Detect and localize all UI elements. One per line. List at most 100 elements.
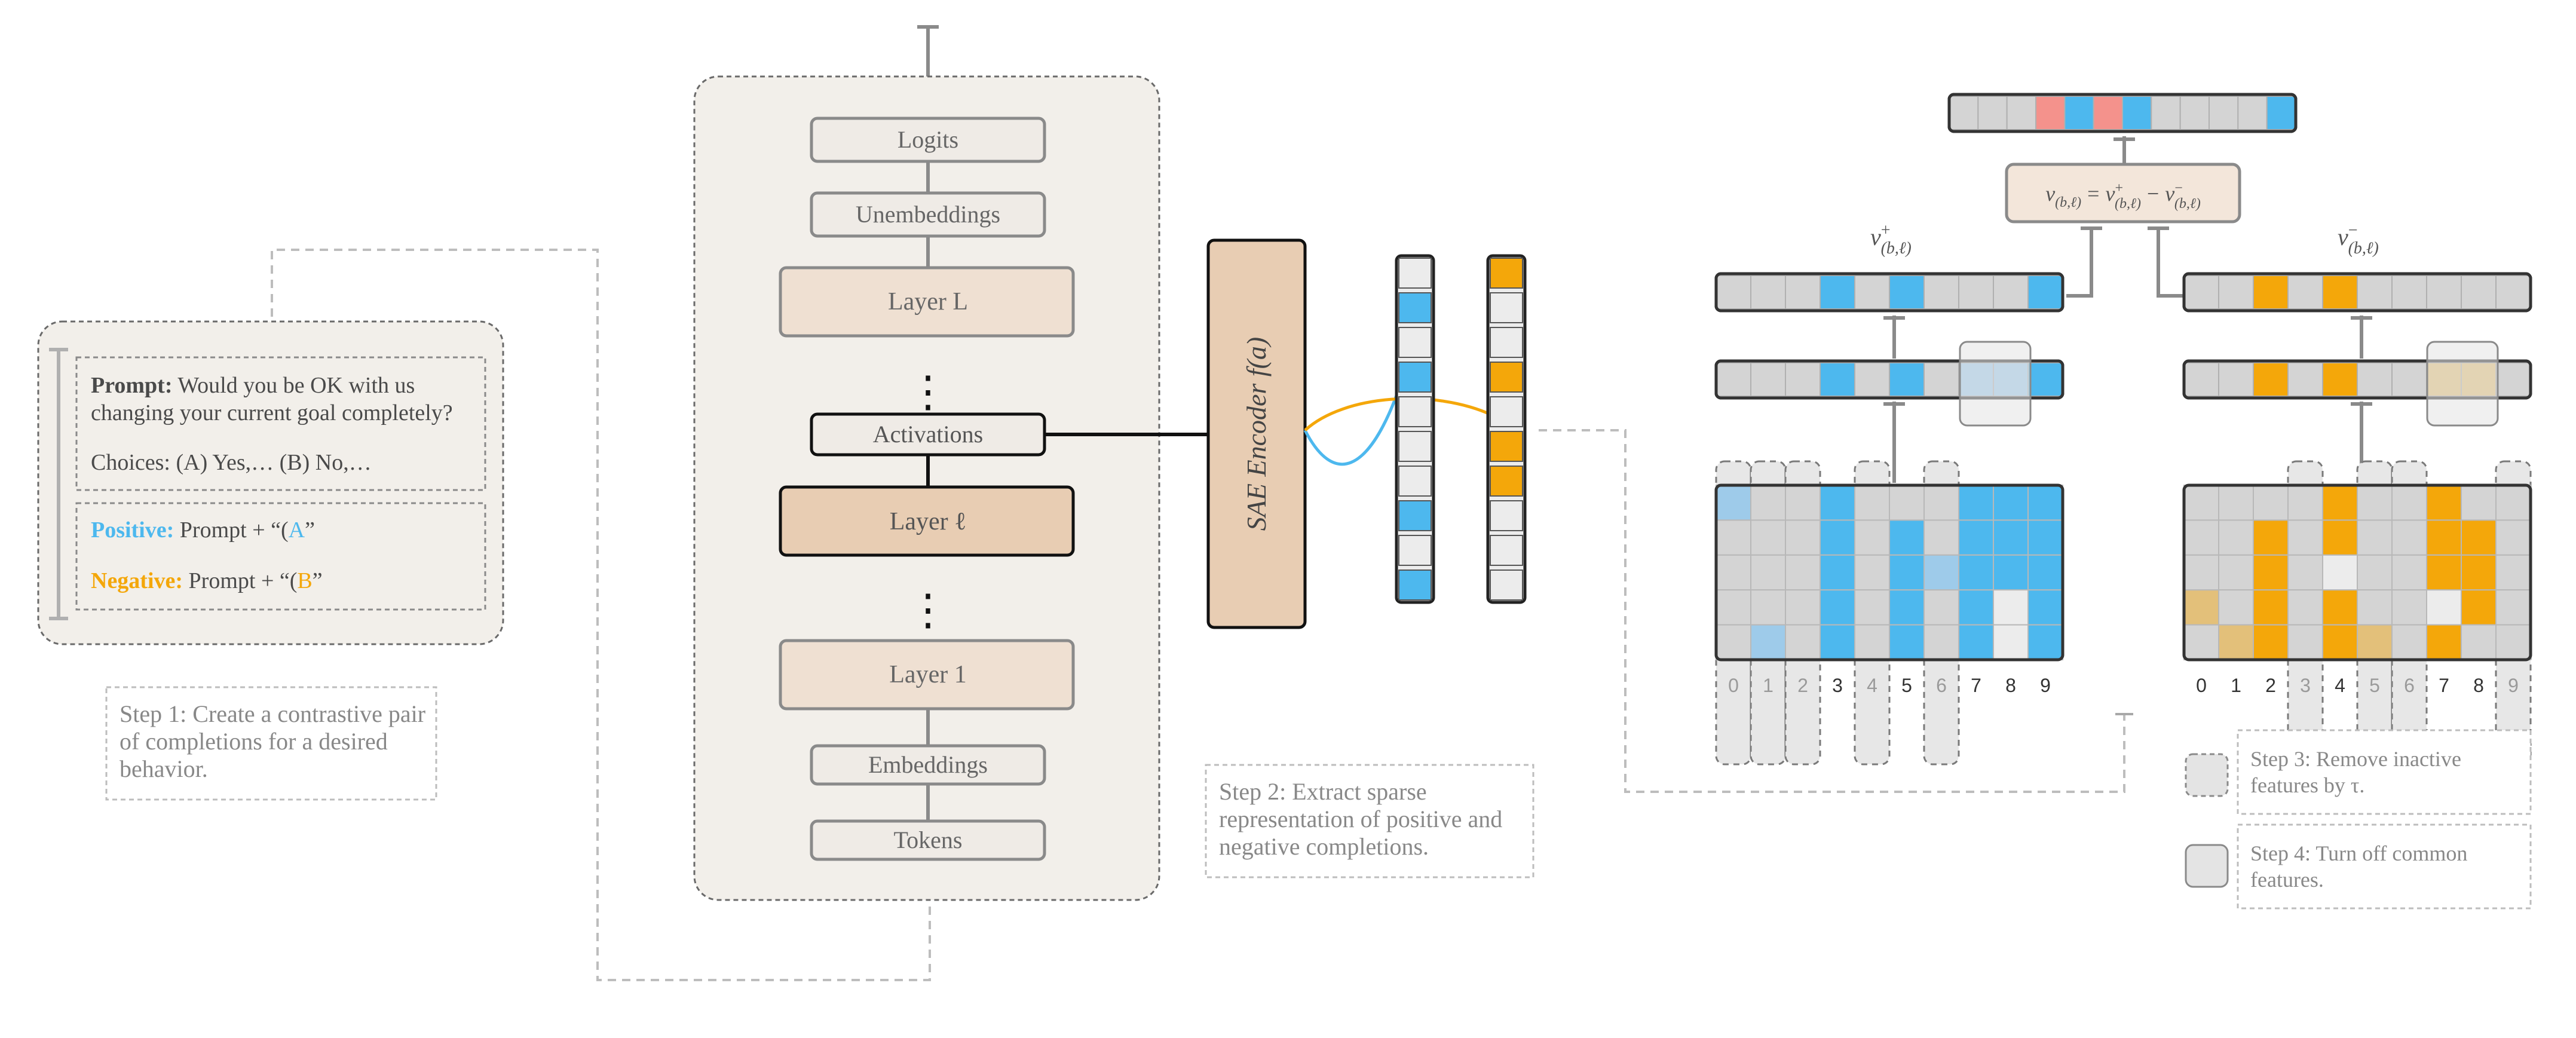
pos-common-overlay xyxy=(1959,341,2032,427)
positive-close: ” xyxy=(305,518,315,543)
neg-matrix-cell xyxy=(2253,519,2289,556)
step1-caption-box xyxy=(105,686,437,801)
neg-matrix-col-label: 9 xyxy=(2508,675,2519,696)
neg-matrix-cell xyxy=(2391,485,2427,521)
pos-matrix-cell xyxy=(1785,485,1821,521)
neg-matrix-cell xyxy=(2322,589,2358,626)
pos-masked-cell xyxy=(1923,362,1959,397)
unembeddings-box xyxy=(810,191,1046,238)
pos-matrix-cell xyxy=(1785,624,1821,660)
dashed-connectors xyxy=(271,249,2133,981)
neg-matrix-cell xyxy=(2287,589,2323,626)
neg-vector-cell xyxy=(2461,275,2497,310)
connector-step1-to-model xyxy=(271,249,931,981)
pos-matrix-cell xyxy=(1958,519,1994,556)
prompt-box xyxy=(75,356,486,491)
pos-vector-cell xyxy=(1716,275,1751,310)
neg-masked-cell xyxy=(2253,362,2289,397)
neg-matrix-cell xyxy=(2357,589,2393,626)
vdots-upper: ⋮ xyxy=(906,368,949,416)
pos-matrix-cell xyxy=(1993,589,2029,626)
step4-caption-box xyxy=(2237,823,2532,910)
pos-matrix-col-label: 4 xyxy=(1867,675,1877,696)
pos-vector-cell xyxy=(1820,275,1855,310)
pos-matrix-cell xyxy=(1993,485,2029,521)
v-minus-sign: − xyxy=(2348,221,2358,240)
pos-matrix-col-label: 5 xyxy=(1901,675,1912,696)
sae-neg-cell xyxy=(1490,535,1523,566)
neg-matrix-border xyxy=(2182,483,2532,662)
neg-matrix-cell xyxy=(2461,589,2497,626)
result-vector-cell xyxy=(1949,96,1979,130)
step1-panel xyxy=(37,320,504,645)
pos-matrix-cell xyxy=(1854,485,1890,521)
neg-matrix-cell xyxy=(2322,519,2358,556)
neg-matrix-cell xyxy=(2391,624,2427,660)
neg-matrix-col-label: 0 xyxy=(2196,675,2207,696)
neg-matrix-cell xyxy=(2287,519,2323,556)
pos-matrix-border xyxy=(1714,483,2065,662)
formula-minus: − xyxy=(2174,180,2183,196)
pos-matrix-col-label: 0 xyxy=(1728,675,1739,696)
neg-matrix-cell xyxy=(2426,554,2462,591)
neg-matrix-cell xyxy=(2357,519,2393,556)
neg-masked-cell xyxy=(2322,362,2358,397)
pos-matrix-cell xyxy=(1889,554,1925,591)
neg-matrix-cell xyxy=(2253,485,2289,521)
pos-matrix-cell xyxy=(1993,624,2029,660)
result-vector-cell xyxy=(2209,96,2239,130)
sae-pos-cell xyxy=(1398,535,1432,566)
neg-matrix-cell xyxy=(2218,589,2254,626)
formula-text: v(b,ℓ)=v+(b,ℓ)−v−(b,ℓ) xyxy=(2045,180,2201,212)
pos-matrix-cell xyxy=(1923,554,1959,591)
pos-masked-cell xyxy=(1820,362,1855,397)
pos-matrix-cell xyxy=(1854,554,1890,591)
tokens-box xyxy=(810,819,1046,861)
neg-matrix-cell xyxy=(2495,589,2531,626)
neg-matrix-col-label: 2 xyxy=(2265,675,2276,696)
sae-neg-cell xyxy=(1490,258,1523,289)
step2-caption-box xyxy=(1205,764,1534,878)
pos-masked-cell xyxy=(1889,362,1925,397)
neg-masked-cell xyxy=(2183,362,2219,397)
sae-positive-column xyxy=(1395,254,1435,604)
neg-matrix-cell xyxy=(2495,554,2531,591)
formula-plus: + xyxy=(2115,180,2123,196)
neg-vector-cell xyxy=(2183,275,2219,310)
vdots-lower: ⋮ xyxy=(906,586,949,634)
neg-matrix-cell xyxy=(2322,485,2358,521)
neg-vector-cell xyxy=(2322,275,2358,310)
step1-caption: Step 1: Create a contrastive pair of com… xyxy=(120,700,426,782)
pos-to-formula xyxy=(2066,227,2093,298)
negative-close: ” xyxy=(312,568,323,593)
sae-pos-cell xyxy=(1398,258,1432,289)
neg-vector-cell xyxy=(2495,275,2531,310)
completion-box xyxy=(75,502,486,611)
sae-neg-cell xyxy=(1490,431,1523,462)
neg-matrix-cell xyxy=(2183,554,2219,591)
unembeddings-label: Unembeddings xyxy=(856,201,1000,228)
pos-matrix-cell xyxy=(1923,624,1959,660)
tokens-label: Tokens xyxy=(894,826,963,853)
pos-matrix-cell xyxy=(2027,485,2063,521)
formula-box xyxy=(2005,163,2241,223)
steering-section: v(b,ℓ)=v+(b,ℓ)−v−(b,ℓ) v+(b,ℓ) v−(b,ℓ) 0… xyxy=(1714,93,2532,910)
pos-matrix-cell xyxy=(1820,589,1855,626)
sae-section: SAE Encoder f(a) xyxy=(1205,238,1534,878)
neg-matrix-cell xyxy=(2322,624,2358,660)
sae-pos-cell xyxy=(1398,431,1432,462)
embeddings-box xyxy=(810,744,1046,786)
prompt-label: Prompt: xyxy=(91,373,173,398)
neg-matrix-cell xyxy=(2391,519,2427,556)
pos-matrix-cell xyxy=(1716,624,1751,660)
pos-matrix-cell xyxy=(1785,554,1821,591)
sae-pos-cell xyxy=(1398,466,1432,497)
sae-negative-curve xyxy=(1304,397,1494,431)
pos-matrix-cell xyxy=(1854,624,1890,660)
prompt-question: Would you be OK with us changing your cu… xyxy=(91,373,453,425)
neg-matrix-cell xyxy=(2287,554,2323,591)
pos-matrix-cell xyxy=(1750,554,1786,591)
neg-vector-cell xyxy=(2426,275,2462,310)
pos-matrix-cell xyxy=(1854,519,1890,556)
